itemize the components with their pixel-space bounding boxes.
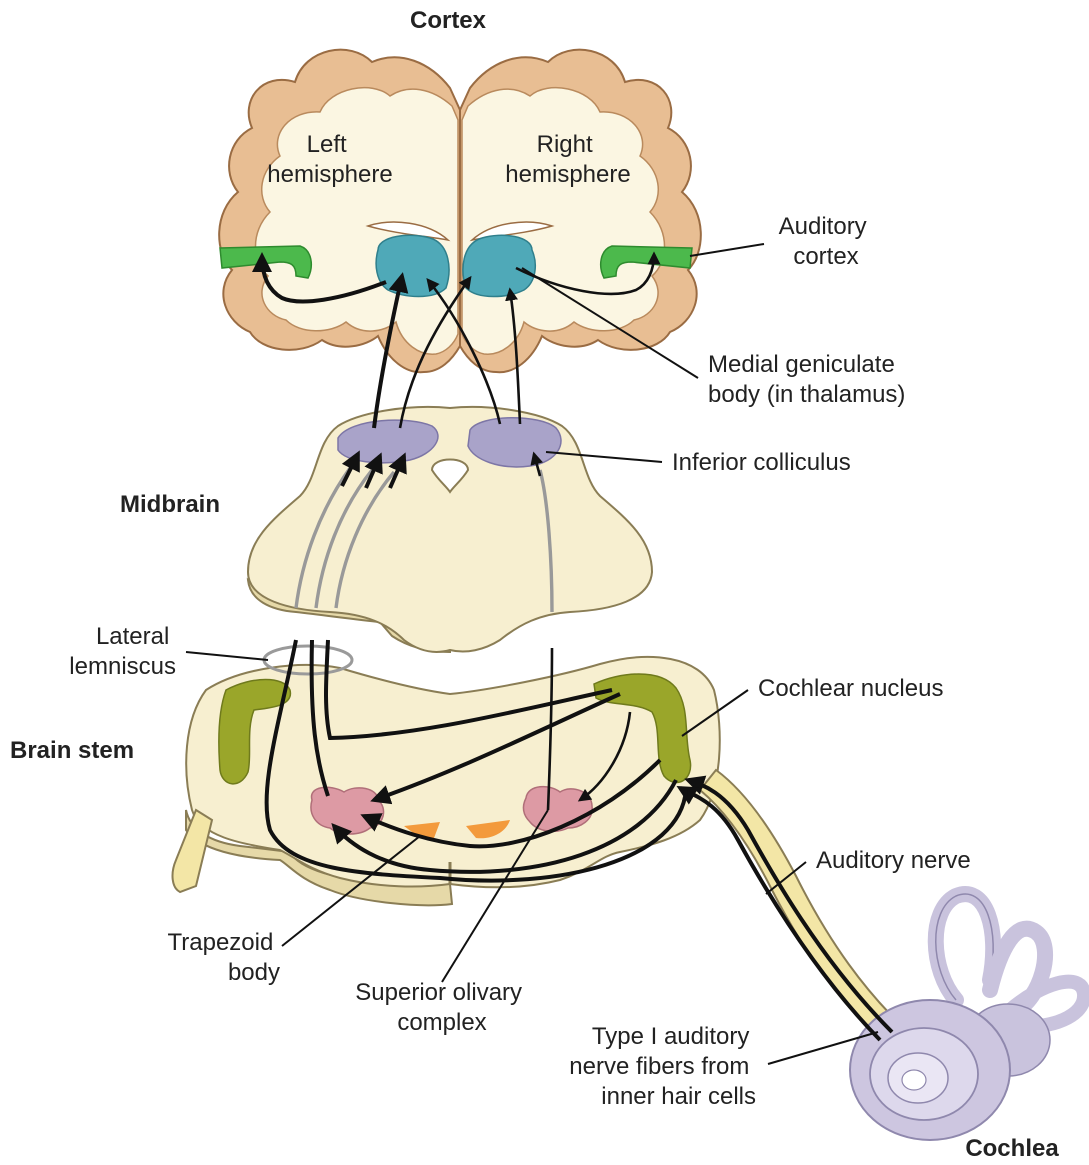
label-auditory-cortex: Auditory cortex	[779, 213, 874, 270]
inferior-colliculus-right	[468, 418, 561, 467]
label-lateral-lemniscus: Lateral lemniscus	[69, 623, 176, 680]
midbrain-section	[248, 407, 652, 652]
label-type1-fibers: Type I auditory nerve fibers from inner …	[569, 1023, 756, 1110]
medial-geniculate-right	[463, 235, 535, 296]
label-medial-geniculate: Medial geniculate body (in thalamus)	[708, 351, 905, 408]
medial-geniculate-left	[376, 235, 449, 296]
label-midbrain: Midbrain	[120, 491, 220, 518]
label-auditory-nerve: Auditory nerve	[816, 847, 971, 874]
label-brain-stem: Brain stem	[10, 737, 134, 764]
leader-lateral-lemniscus	[186, 652, 268, 660]
nerve-stub-left	[173, 810, 212, 892]
label-cochlea: Cochlea	[965, 1135, 1059, 1162]
right-white-matter	[462, 88, 665, 355]
cochlea-illustration	[850, 894, 1084, 1140]
midbrain-outline	[248, 407, 652, 652]
label-cochlear-nucleus: Cochlear nucleus	[758, 675, 943, 702]
label-inferior-colliculus: Inferior colliculus	[672, 449, 851, 476]
label-cortex: Cortex	[410, 7, 487, 34]
label-superior-olivary: Superior olivary complex	[355, 979, 528, 1036]
left-white-matter	[256, 88, 459, 355]
cochlea-spiral-core	[902, 1070, 926, 1090]
auditory-nerve-trunk	[700, 770, 906, 1048]
leader-auditory-cortex	[690, 244, 764, 256]
label-trapezoid-body: Trapezoid body	[167, 929, 280, 986]
superior-olive-right	[523, 787, 592, 832]
brain-coronal-section	[219, 50, 701, 372]
